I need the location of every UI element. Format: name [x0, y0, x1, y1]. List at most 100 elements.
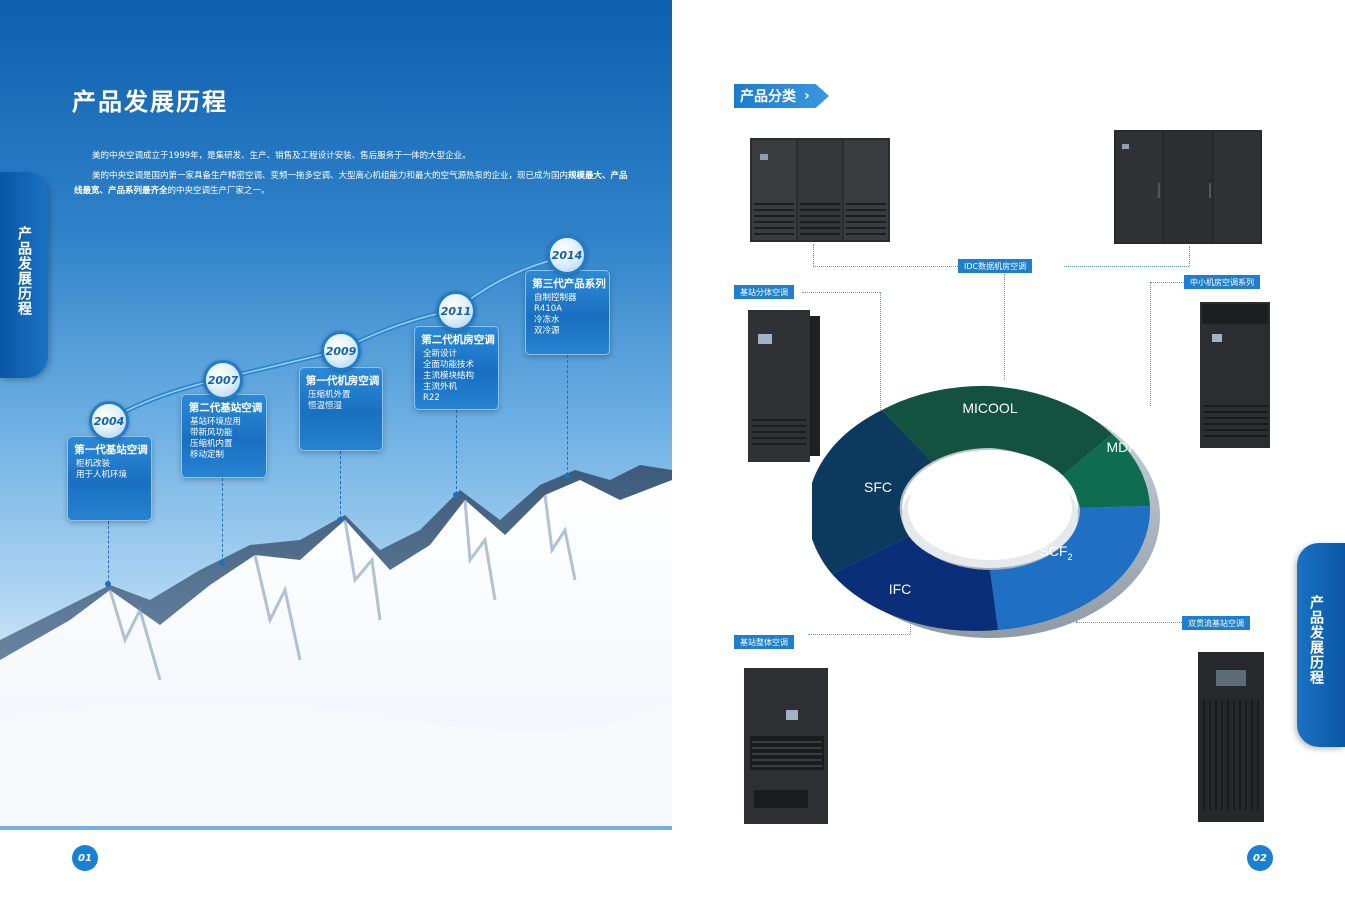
connector-line — [1076, 622, 1182, 623]
milestone-item: 压缩机外置 — [308, 390, 351, 400]
segment-label-scf: SCF2 — [1039, 543, 1072, 562]
milestone-item: 双冷源 — [534, 326, 560, 336]
small-room-unit-image — [1200, 302, 1270, 448]
intro-text-bold: 规模最大、产品线最宽、产品系列最齐全 — [74, 171, 628, 196]
segment-label-micool: MICOOL — [962, 400, 1017, 416]
page-number-left: 01 — [72, 845, 98, 871]
timeline-drop-dot — [219, 560, 225, 566]
side-tab-label: 产品发展历程 — [1308, 595, 1324, 685]
timeline-drop-line — [340, 451, 341, 519]
timeline-drop-line — [456, 410, 457, 494]
ring-hole-inner — [908, 456, 1072, 560]
milestone-list: 基站环境应用 带新风功能 压缩机内置 移动定制 — [182, 417, 266, 461]
timeline-milestone-2011: 第二代机房空调 全新设计 全面功能技术 主流模块结构 主流外机 R22 — [414, 326, 499, 410]
connector-line — [813, 266, 958, 267]
connector-line — [802, 292, 880, 293]
idc-unit-image-right — [1114, 130, 1262, 244]
milestone-item: 恒温恒湿 — [308, 401, 343, 411]
milestone-list: 柜机改装 用于人机环境 — [68, 459, 151, 481]
segment-label-sfc: SFC — [864, 479, 892, 495]
connector-line — [813, 244, 814, 266]
ring-segment-mdp — [1060, 434, 1150, 508]
milestone-item: 主流外机 — [423, 382, 458, 392]
side-tab-label: 产品发展历程 — [16, 226, 32, 316]
section-tag-product-category: 产品分类 › — [734, 84, 829, 108]
milestone-title: 第二代基站空调 — [188, 402, 263, 414]
year-badge-2014: 2014 — [547, 235, 587, 275]
side-tab-left[interactable]: 产品发展历程 — [0, 172, 48, 378]
milestone-item: 基站环境应用 — [190, 417, 242, 427]
left-page: 产品发展历程 美的中央空调成立于1999年，是集研发、生产、销售及工程设计安装、… — [0, 0, 672, 918]
segment-label-scf-main: SCF — [1039, 543, 1067, 559]
segment-label-scf-sub: 2 — [1067, 552, 1072, 562]
milestone-item: 用于人机环境 — [76, 470, 128, 480]
intro-text-a: 美的中央空调是国内第一家具备生产精密空调、变频一拖多空调、大型离心机组能力和最大… — [92, 171, 569, 181]
base-split-unit-image — [748, 310, 820, 462]
milestone-title: 第一代机房空调 — [305, 375, 380, 387]
milestone-item: 移动定制 — [190, 450, 225, 460]
ring-segment-ifc — [832, 536, 998, 632]
timeline-drop-dot — [337, 517, 343, 523]
timeline-drop-line — [222, 478, 223, 562]
milestone-item: R410A — [534, 304, 562, 314]
ring-segment-sfc — [812, 410, 932, 574]
timeline-drop-dot — [453, 492, 459, 498]
connector-line — [880, 292, 881, 448]
milestone-list: 全新设计 全面功能技术 主流模块结构 主流外机 R22 — [415, 349, 498, 404]
milestone-item: 全新设计 — [423, 349, 458, 359]
ring-segment-micool-left — [882, 385, 990, 462]
side-tab-right[interactable]: 产品发展历程 — [1297, 543, 1345, 747]
timeline-milestone-2004: 第一代基站空调 柜机改装 用于人机环境 — [67, 436, 152, 521]
segment-label-mdp: MDP — [1106, 439, 1137, 455]
product-category-ring: MICOOL MDP SCF2 IFC SFC — [812, 385, 1160, 638]
intro-paragraph-2: 美的中央空调是国内第一家具备生产精密空调、变频一拖多空调、大型离心机组能力和最大… — [74, 169, 634, 199]
milestone-item: 带新风功能 — [190, 428, 233, 438]
milestone-item: 主流模块结构 — [423, 371, 475, 381]
connector-line — [1150, 282, 1151, 406]
chevron-right-icon: › — [804, 88, 810, 104]
dual-flow-unit-image — [1198, 652, 1264, 822]
intro-paragraph-1: 美的中央空调成立于1999年，是集研发、生产、销售及工程设计安装、售后服务于一体… — [92, 151, 471, 161]
timeline-drop-dot — [105, 581, 111, 587]
milestone-title: 第一代基站空调 — [74, 444, 148, 456]
timeline-drop-line — [567, 355, 568, 475]
ring-segment-scf2 — [990, 506, 1151, 630]
timeline-milestone-2009: 第一代机房空调 压缩机外置 恒温恒湿 — [299, 367, 383, 451]
connector-line — [1064, 266, 1189, 267]
year-badge-2004: 2004 — [89, 401, 129, 441]
label-dual-flow-ac: 双贯流基站空调 — [1182, 616, 1250, 630]
milestone-item: 柜机改装 — [76, 459, 111, 469]
year-badge-2011: 2011 — [436, 291, 476, 331]
connector-line — [1189, 246, 1190, 266]
milestone-list: 自制控制器 R410A 冷冻水 双冷源 — [526, 293, 609, 337]
base-integral-unit-image — [744, 668, 828, 824]
section-tag-label: 产品分类 — [740, 89, 796, 105]
milestone-title: 第二代机房空调 — [421, 334, 495, 346]
milestone-item: 冷冻水 — [534, 315, 560, 325]
milestone-item: 全面功能技术 — [423, 360, 475, 370]
milestone-item: 自制控制器 — [534, 293, 577, 303]
milestone-list: 压缩机外置 恒温恒湿 — [300, 390, 382, 412]
idc-unit-image-left — [750, 138, 890, 242]
milestone-title: 第三代产品系列 — [532, 278, 606, 290]
right-page: 产品分类 › IDC数据机房空调 基站分体空调 中小机房空调系列 — [672, 0, 1345, 918]
milestone-item: 压缩机内置 — [190, 439, 233, 449]
timeline-drop-dot — [564, 473, 570, 479]
label-base-split-ac: 基站分体空调 — [734, 285, 794, 299]
intro-text-b: 的中央空调生产厂家之一。 — [167, 186, 270, 196]
label-base-integral-ac: 基站整体空调 — [734, 635, 794, 649]
ring-segment-micool — [990, 386, 1112, 478]
timeline-drop-line — [108, 521, 109, 583]
milestone-item: R22 — [423, 393, 440, 403]
segment-label-ifc: IFC — [889, 581, 912, 597]
connector-line — [1150, 282, 1184, 283]
snow-mountain-illustration — [0, 465, 672, 830]
timeline-milestone-2007: 第二代基站空调 基站环境应用 带新风功能 压缩机内置 移动定制 — [181, 394, 267, 478]
label-small-room-ac: 中小机房空调系列 — [1184, 275, 1260, 289]
year-badge-2009: 2009 — [321, 331, 361, 371]
connector-line — [1004, 274, 1005, 380]
year-badge-2007: 2007 — [203, 360, 243, 400]
label-idc-room-ac: IDC数据机房空调 — [958, 259, 1033, 273]
page-title: 产品发展历程 — [72, 88, 228, 116]
timeline-milestone-2014: 第三代产品系列 自制控制器 R410A 冷冻水 双冷源 — [525, 270, 610, 355]
